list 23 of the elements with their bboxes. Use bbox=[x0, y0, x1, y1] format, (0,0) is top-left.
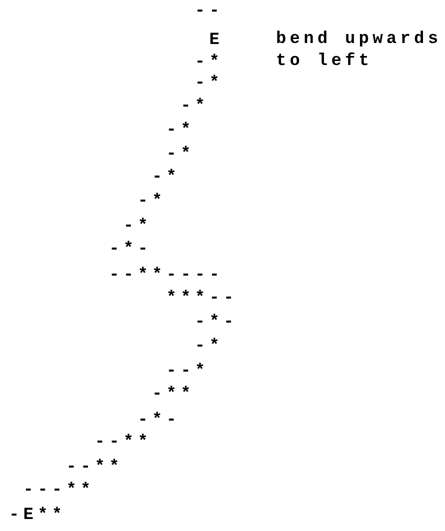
character-plot-row: -* bbox=[138, 192, 166, 212]
character-plot-row: ***-- bbox=[166, 289, 238, 309]
character-plot-row: -* bbox=[194, 337, 224, 357]
character-plot-row: -* bbox=[166, 145, 195, 165]
character-plot-row: -* bbox=[180, 97, 210, 117]
character-plot-row: -* bbox=[194, 74, 224, 94]
character-plot-row: -* bbox=[194, 53, 224, 73]
character-plot-row: -*- bbox=[194, 313, 238, 333]
character-plot-row: -* bbox=[123, 217, 152, 237]
character-plot-row: --* bbox=[166, 362, 210, 382]
character-plot-row: -E** bbox=[9, 506, 66, 526]
character-plot-row: --** bbox=[94, 433, 152, 453]
character-plot-row: -- bbox=[194, 2, 224, 22]
character-plot-row: --**---- bbox=[109, 266, 224, 286]
character-plot-row: -* bbox=[166, 121, 195, 141]
character-plot-row: E bbox=[209, 31, 224, 51]
character-plot-row: -*- bbox=[109, 240, 152, 260]
character-plot-row: -* bbox=[152, 168, 181, 188]
character-plot-row: -** bbox=[152, 385, 195, 405]
character-plot-row: ---** bbox=[23, 481, 95, 501]
character-plot-row: -*- bbox=[138, 411, 181, 431]
character-plot-row: --** bbox=[66, 458, 124, 478]
annotation-text: bend upwards to left bbox=[276, 29, 443, 73]
